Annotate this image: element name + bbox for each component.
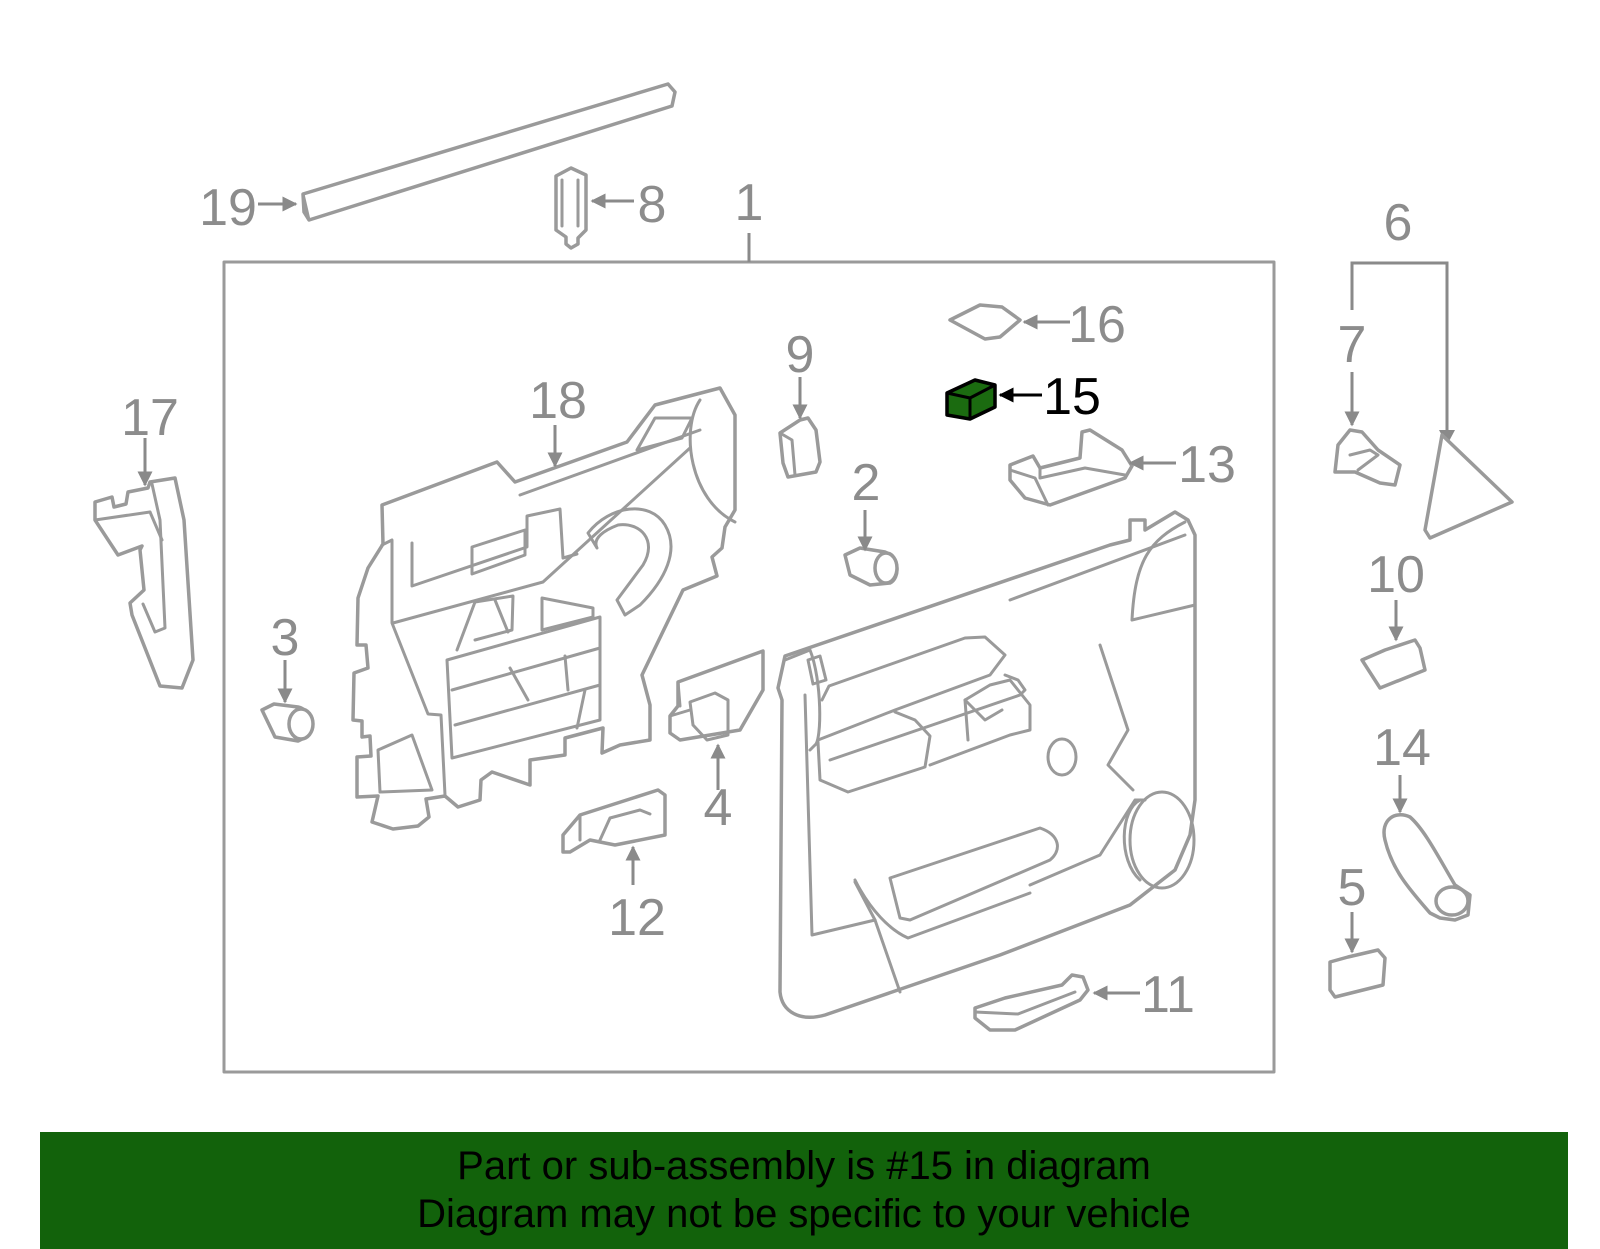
part-5-pad[interactable] bbox=[1328, 912, 1387, 999]
part-14-handle[interactable] bbox=[1382, 775, 1472, 922]
banner-line-1: Part or sub-assembly is #15 in diagram bbox=[457, 1144, 1151, 1188]
callout-13: 13 bbox=[1178, 436, 1236, 494]
callout-3: 3 bbox=[271, 609, 300, 667]
part-10-pad[interactable] bbox=[1360, 600, 1427, 690]
part-6-group[interactable] bbox=[1350, 261, 1514, 540]
callout-18: 18 bbox=[529, 372, 587, 430]
part-18-inner-panel[interactable] bbox=[351, 386, 737, 831]
part-4-switch-bezel[interactable] bbox=[668, 649, 765, 790]
part-15-highlighted[interactable] bbox=[945, 378, 1042, 421]
banner-line-2: Diagram may not be specific to your vehi… bbox=[417, 1192, 1191, 1236]
callout-17: 17 bbox=[121, 389, 179, 447]
callout-10: 10 bbox=[1367, 546, 1425, 604]
part-9-clip[interactable] bbox=[778, 377, 822, 479]
callout-8: 8 bbox=[638, 176, 667, 234]
part-13-armrest-pad[interactable] bbox=[1008, 428, 1176, 507]
callout-1: 1 bbox=[735, 174, 764, 232]
callout-19: 19 bbox=[199, 179, 257, 237]
callout-16: 16 bbox=[1068, 296, 1126, 354]
callout-4: 4 bbox=[704, 779, 733, 837]
callout-12: 12 bbox=[608, 889, 666, 947]
part-2-knob[interactable] bbox=[843, 510, 899, 587]
callout-14: 14 bbox=[1373, 719, 1431, 777]
part-3-knob[interactable] bbox=[260, 660, 315, 743]
callout-11: 11 bbox=[1141, 966, 1195, 1024]
part-11-pull-cup[interactable] bbox=[973, 973, 1140, 1032]
part-12-switch-bezel[interactable] bbox=[561, 788, 667, 885]
callout-2: 2 bbox=[852, 454, 881, 512]
info-banner: Part or sub-assembly is #15 in diagram D… bbox=[40, 1132, 1568, 1249]
callout-6: 6 bbox=[1384, 194, 1413, 252]
callout-5: 5 bbox=[1338, 859, 1367, 917]
callout-7: 7 bbox=[1338, 316, 1367, 374]
part-7-clip[interactable] bbox=[1333, 372, 1402, 487]
callout-9: 9 bbox=[786, 326, 815, 384]
part-1-door-trim-panel[interactable] bbox=[776, 510, 1197, 1019]
part-19-molding[interactable] bbox=[258, 82, 677, 222]
part-17-bracket[interactable] bbox=[93, 438, 195, 690]
part-8-clip[interactable] bbox=[554, 166, 634, 250]
part-16-pad[interactable] bbox=[948, 303, 1070, 341]
callout-15: 15 bbox=[1043, 368, 1101, 426]
